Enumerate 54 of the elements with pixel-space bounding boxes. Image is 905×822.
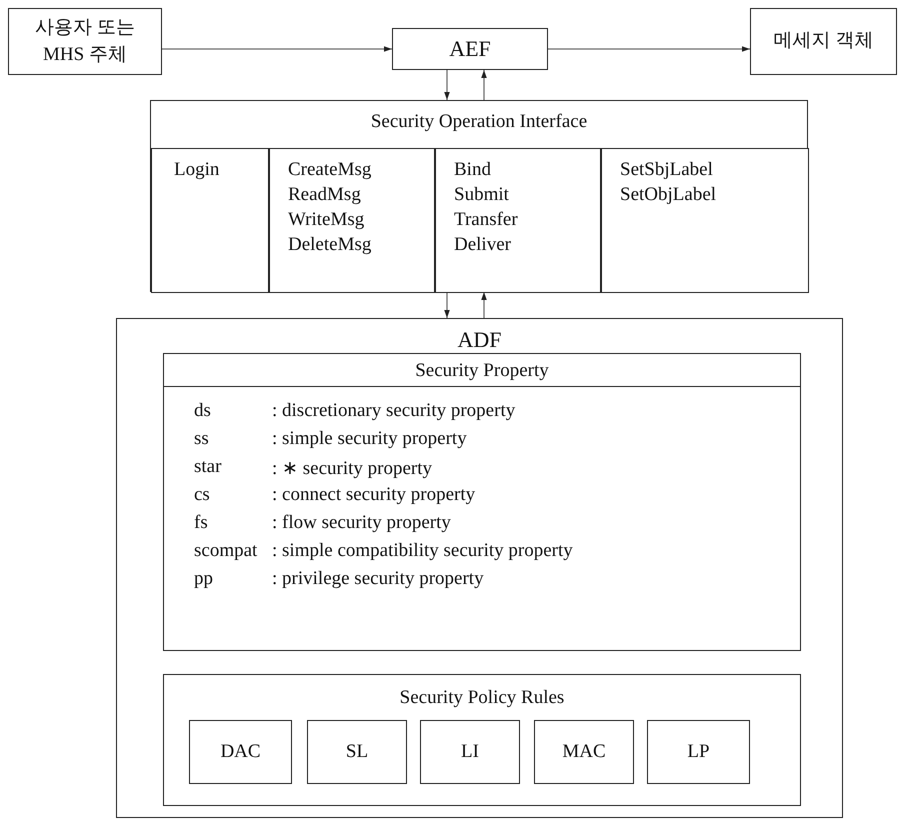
arrow bbox=[481, 292, 487, 318]
interface-panel bbox=[150, 100, 808, 292]
operation-name: Deliver bbox=[454, 234, 511, 256]
abbreviation: ss bbox=[194, 428, 209, 450]
property-panel bbox=[163, 353, 801, 651]
abbreviation: fs bbox=[194, 512, 208, 534]
operation-cell bbox=[151, 148, 269, 293]
operation-name: WriteMsg bbox=[288, 209, 364, 231]
definition: : privilege security property bbox=[272, 568, 484, 590]
abbreviation: cs bbox=[194, 484, 210, 506]
definition: : discretionary security property bbox=[272, 400, 516, 422]
arrow bbox=[162, 46, 392, 52]
operation-name: Submit bbox=[454, 184, 509, 206]
definition: : simple security property bbox=[272, 428, 467, 450]
definition: : flow security property bbox=[272, 512, 451, 534]
box-label: LI bbox=[460, 740, 480, 764]
heading: Security Operation Interface bbox=[370, 111, 588, 133]
abbreviation: ds bbox=[194, 400, 211, 422]
definition: : ∗ security property bbox=[272, 457, 432, 480]
actor-box bbox=[8, 8, 162, 75]
arrow bbox=[481, 70, 487, 100]
module-panel bbox=[116, 318, 843, 818]
heading: ADF bbox=[458, 327, 502, 353]
box-label: MAC bbox=[561, 740, 607, 764]
operation-name: SetSbjLabel bbox=[620, 159, 713, 181]
box-label: LP bbox=[686, 740, 711, 764]
heading: Security Property bbox=[415, 360, 549, 382]
arrow bbox=[444, 292, 450, 318]
arrow bbox=[548, 46, 750, 52]
operation-cell bbox=[435, 148, 601, 293]
rules-panel bbox=[163, 674, 801, 806]
operation-name: ReadMsg bbox=[288, 184, 361, 206]
operation-name: SetObjLabel bbox=[620, 184, 716, 206]
operation-name: Transfer bbox=[454, 209, 518, 231]
definition: : simple compatibility security property bbox=[272, 540, 573, 562]
heading: Security Policy Rules bbox=[400, 687, 564, 709]
box-label: 사용자 또는 MHS 주체 bbox=[34, 16, 136, 66]
operation-name: Login bbox=[174, 159, 220, 181]
definition: : connect security property bbox=[272, 484, 476, 506]
box-label: SL bbox=[344, 740, 370, 764]
operation-name: Bind bbox=[454, 159, 491, 181]
abbreviation: scompat bbox=[194, 540, 258, 562]
operation-name: DeleteMsg bbox=[288, 234, 372, 256]
box-label: DAC bbox=[219, 740, 262, 764]
box-label: 메세지 객체 bbox=[772, 29, 874, 54]
arrow bbox=[444, 70, 450, 100]
abbreviation: star bbox=[194, 456, 222, 478]
object-box bbox=[750, 8, 897, 75]
process-box bbox=[392, 28, 548, 70]
operation-name: CreateMsg bbox=[288, 159, 372, 181]
operation-cell bbox=[269, 148, 435, 293]
operation-cell bbox=[601, 148, 809, 293]
abbreviation: pp bbox=[194, 568, 213, 590]
box-label: AEF bbox=[448, 34, 492, 63]
